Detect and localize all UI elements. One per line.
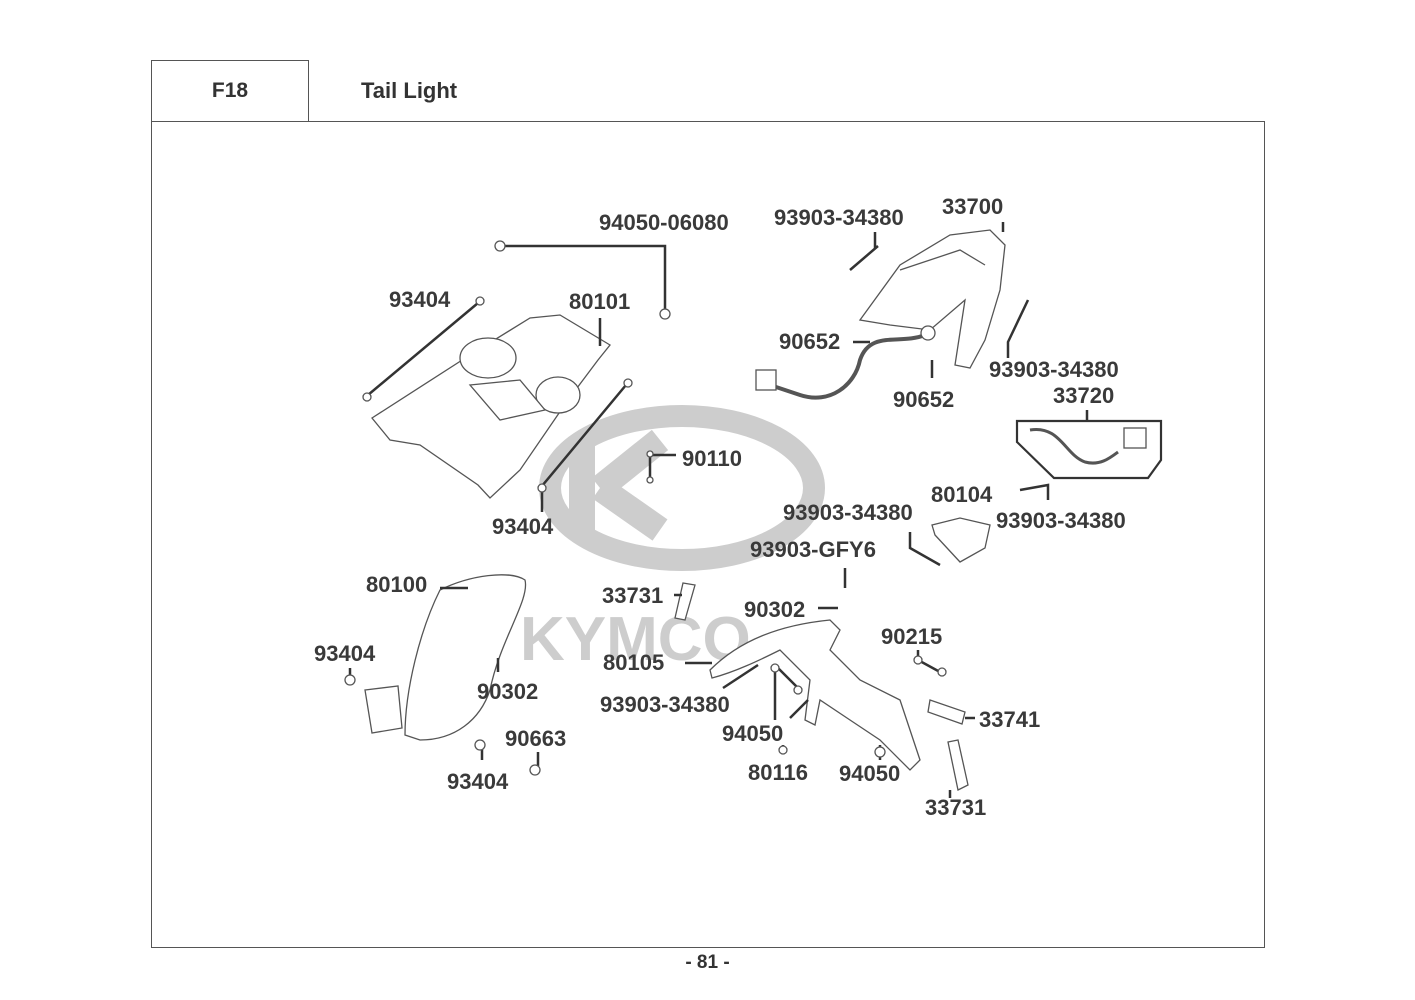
part-label: 93903-34380	[989, 357, 1119, 382]
part-label: 80105	[603, 650, 665, 675]
part-33731-reflector-b	[947, 739, 969, 791]
part-label: 33700	[942, 194, 1004, 219]
watermark-brand-text: KYMCO	[520, 605, 751, 674]
bolt-icon	[362, 392, 372, 402]
fasteners-bottom	[344, 655, 947, 776]
part-33731-reflector-a	[674, 582, 696, 621]
screw-icon	[646, 450, 654, 458]
bolt-icon	[913, 655, 923, 665]
bolt-icon	[537, 483, 547, 493]
part-80105-license-bracket	[674, 582, 969, 791]
part-80101-cover	[371, 314, 611, 499]
bolt-icon	[474, 739, 486, 751]
part-80100-fender	[364, 574, 527, 741]
section-code-text: F18	[211, 79, 249, 102]
part-label: 93404	[447, 769, 509, 794]
part-label: 94050	[839, 761, 901, 786]
part-label: 33731	[925, 795, 987, 820]
screw-icon	[646, 476, 654, 484]
bolt-icon	[793, 685, 803, 695]
nut-icon	[659, 308, 671, 320]
part-label: 90652	[893, 387, 955, 412]
part-label: 93903-34380	[600, 692, 730, 717]
clip-icon	[529, 764, 541, 776]
part-label: 93903-34380	[774, 205, 904, 230]
part-label: 90110	[682, 446, 742, 471]
part-label: 80101	[569, 289, 631, 314]
section-code: F18	[151, 60, 309, 121]
part-label: 90215	[881, 624, 943, 649]
watermark-ellipse	[539, 405, 825, 571]
part-label: 90302	[477, 679, 539, 704]
part-label: 93903-GFY6	[750, 537, 876, 562]
part-33720-bulb-socket-kit	[1015, 419, 1163, 480]
part-33741-plate	[927, 699, 966, 725]
part-label: 93903-34380	[996, 508, 1126, 533]
part-label: 93404	[389, 287, 451, 312]
part-label: 33741	[979, 707, 1041, 732]
part-label: 94050	[722, 721, 784, 746]
nut-icon	[770, 663, 780, 673]
part-label: 80116	[748, 760, 808, 785]
clip-icon	[778, 745, 788, 755]
nut-icon	[494, 240, 506, 252]
part-label: 90302	[744, 597, 806, 622]
part-33700-tail-light	[755, 229, 1006, 400]
part-label: 90663	[505, 726, 567, 751]
part-label: 94050-06080	[599, 210, 729, 235]
part-label: 80100	[366, 572, 428, 597]
section-title: Tail Light	[361, 77, 458, 103]
part-label: 33731	[602, 583, 664, 608]
nut-icon	[874, 746, 886, 758]
leaders-bottom-left	[348, 586, 540, 766]
bolt-icon	[623, 378, 633, 388]
part-80104-reflector-cover	[931, 517, 991, 563]
part-label: 80104	[931, 482, 993, 507]
page-number: - 81 -	[685, 952, 730, 973]
part-label: 33720	[1053, 383, 1115, 408]
fasteners-top-left	[362, 240, 671, 493]
part-label: 93404	[314, 641, 376, 666]
diagram-frame	[151, 121, 1265, 948]
kymco-watermark-logo	[539, 405, 825, 571]
watermark-k-glyph	[569, 429, 669, 541]
part-label: 93404	[492, 514, 554, 539]
nut-icon	[937, 667, 947, 677]
bolt-icon	[475, 296, 485, 306]
part-label: 93903-34380	[783, 500, 913, 525]
bolt-icon	[344, 674, 356, 686]
part-label: 90652	[779, 329, 841, 354]
